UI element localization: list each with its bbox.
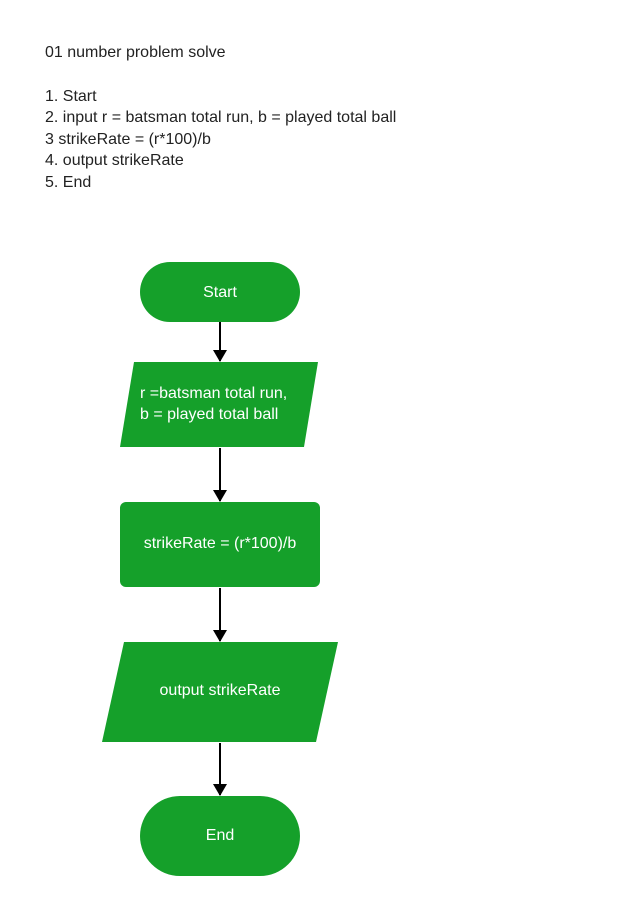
end-node: End [140, 796, 300, 876]
input-node-label-line2: b = played total ball [140, 406, 278, 423]
process-node-label: strikeRate = (r*100)/b [144, 535, 297, 552]
end-node-label: End [206, 827, 234, 844]
output-node-label: output strikeRate [160, 682, 281, 699]
output-node: output strikeRate [102, 642, 338, 742]
notes-step-2: 2. input r = batsman total run, b = play… [45, 109, 397, 126]
input-node-label-line1: r =batsman total run, [140, 385, 287, 402]
input-node-shape [120, 362, 318, 447]
pseudocode-notes: 01 number problem solve 1. Start 2. inpu… [45, 42, 396, 193]
start-node-label: Start [203, 284, 237, 301]
notes-heading: 01 number problem solve [45, 44, 226, 61]
output-node-shape [102, 642, 338, 742]
notes-step-3: 3 strikeRate = (r*100)/b [45, 130, 211, 148]
notes-step-5: 5. End [45, 173, 92, 191]
process-node-shape [120, 502, 320, 587]
input-node: r =batsman total run, b = played total b… [120, 362, 318, 447]
process-node: strikeRate = (r*100)/b [120, 502, 320, 587]
notes-step-4: 4. output strikeRate [45, 152, 184, 169]
end-node-shape [140, 796, 300, 876]
start-node: Start [140, 262, 300, 322]
notes-step-1: 1. Start [45, 87, 97, 105]
start-node-shape [140, 262, 300, 322]
